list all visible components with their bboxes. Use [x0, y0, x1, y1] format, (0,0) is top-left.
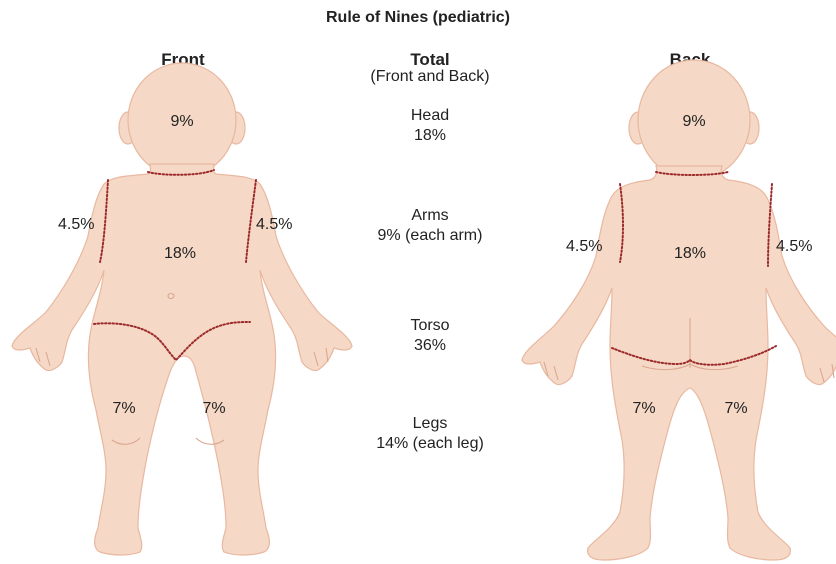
back-head-pct: 9%	[674, 113, 714, 131]
region-name: Legs	[330, 414, 530, 434]
back-body	[522, 166, 836, 560]
total-region-legs: Legs 14% (each leg)	[330, 414, 530, 454]
back-torso-pct: 18%	[668, 245, 712, 263]
region-name: Arms	[330, 206, 530, 226]
front-left-leg-pct: 7%	[104, 400, 144, 418]
back-right-leg-pct: 7%	[716, 400, 756, 418]
region-value: 36%	[330, 336, 530, 356]
region-name: Head	[330, 106, 530, 126]
region-name: Torso	[330, 316, 530, 336]
front-right-arm-pct: 4.5%	[256, 216, 292, 234]
region-value: 18%	[330, 126, 530, 146]
back-left-arm-pct: 4.5%	[566, 238, 602, 256]
back-figure	[522, 60, 836, 560]
front-head-pct: 9%	[162, 113, 202, 131]
front-left-arm-pct: 4.5%	[58, 216, 94, 234]
front-right-leg-pct: 7%	[194, 400, 234, 418]
front-figure	[12, 63, 352, 555]
front-torso-pct: 18%	[158, 245, 202, 263]
region-value: 9% (each arm)	[330, 226, 530, 246]
back-right-arm-pct: 4.5%	[776, 238, 812, 256]
total-region-torso: Torso 36%	[330, 316, 530, 356]
total-region-arms: Arms 9% (each arm)	[330, 206, 530, 246]
back-left-leg-pct: 7%	[624, 400, 664, 418]
total-region-head: Head 18%	[330, 106, 530, 146]
region-value: 14% (each leg)	[330, 434, 530, 454]
